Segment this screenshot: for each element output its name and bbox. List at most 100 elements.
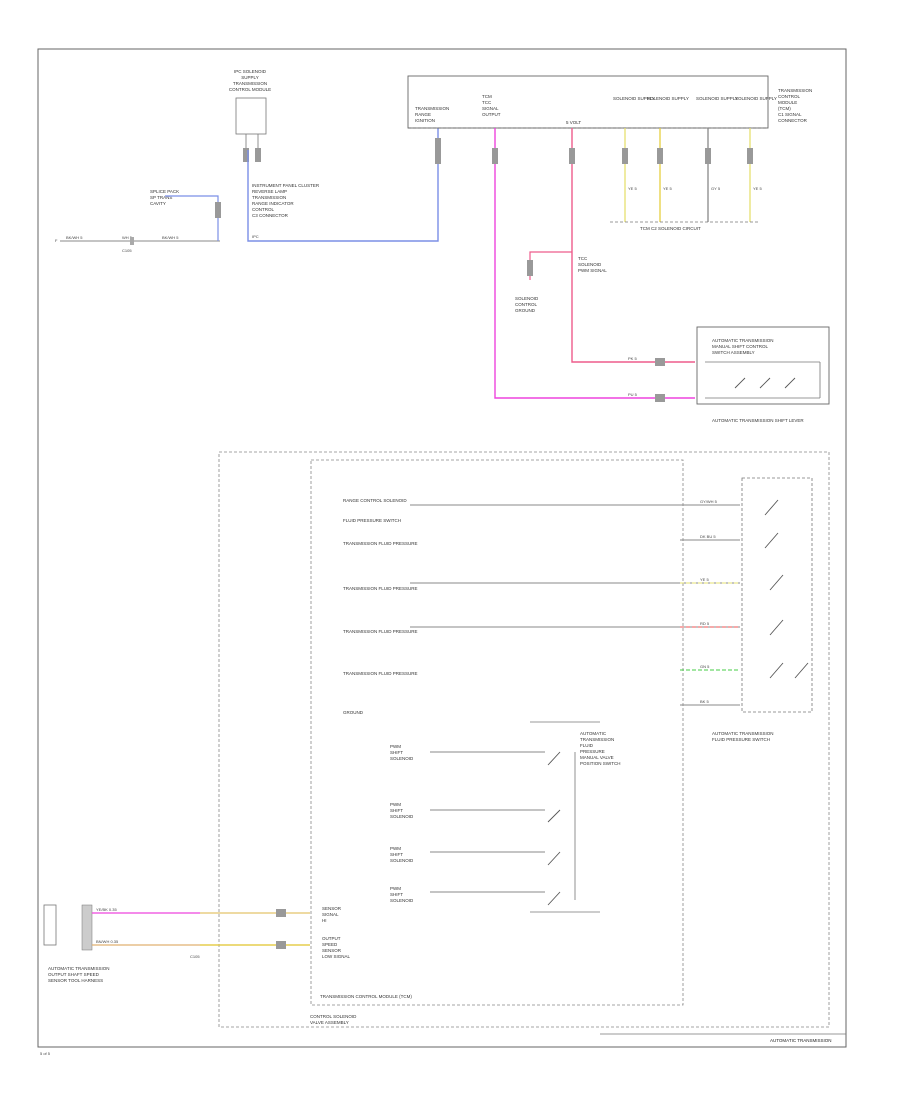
pwm-2-c: SOLENOID	[390, 814, 414, 819]
speed-caption-3: SENSOR TOOL HARNESS	[48, 978, 103, 983]
right-wire-6: BK 5	[700, 699, 709, 704]
tcm-right-1: TRANSMISSION	[778, 88, 812, 93]
shift-box-2: MANUAL SHIFT CONTROL	[712, 344, 769, 349]
pwm-3-a: PWM	[390, 846, 401, 851]
speed-wire-a: YE/BK 0.35	[96, 907, 117, 912]
wire-left-mid: WH 5	[122, 235, 133, 240]
valve-caption-1: CONTROL SOLENOID	[310, 1014, 357, 1019]
splice-label-1: SPLICE PACK	[150, 189, 179, 194]
tcm-top2-4: OUTPUT	[482, 112, 501, 117]
ipc-label-4: CONTROL MODULE	[229, 87, 271, 92]
pressure-switch-rows: RANGE CONTROL SOLENOID FLUID PRESSURE SW…	[343, 498, 740, 715]
tcm-right-4: (TCM)	[778, 106, 791, 111]
row-label-5: TRANSMISSION FLUID PRESSURE	[343, 629, 418, 634]
speed-caption-1: AUTOMATIC TRANSMISSION	[48, 966, 110, 971]
pwm-2-a: PWM	[390, 802, 401, 807]
row-label-6: TRANSMISSION FLUID PRESSURE	[343, 671, 418, 676]
ipc-solenoid-supply: IPC SOLENOID SUPPLY TRANSMISSION CONTROL…	[229, 69, 271, 162]
row-label-4: TRANSMISSION FLUID PRESSURE	[343, 586, 418, 591]
pwm-3-c: SOLENOID	[390, 858, 414, 863]
speed-wire-b: BN/WH 0.35	[96, 939, 119, 944]
shift-solenoids: PWM SHIFT SOLENOID PWM SHIFT SOLENOID PW…	[390, 721, 621, 913]
shift-lever-caption: AUTOMATIC TRANSMISSION SHIFT LEVER	[712, 418, 804, 423]
solenoid-3: SOLENOID SUPPLY	[696, 96, 738, 101]
right-wire-5: GN 5	[700, 664, 710, 669]
ipc-cluster-2: REVERSE LAMP	[252, 189, 287, 194]
tcm-right-6: CONNECTOR	[778, 118, 808, 123]
tcm-right-3: MODULE	[778, 100, 797, 105]
shift-lever-wires: TCC SOLENOID PWM SIGNAL SOLENOID CONTROL…	[492, 128, 695, 402]
sol-side-2: TRANSMISSION	[580, 737, 614, 742]
diagram-title: AUTOMATIC TRANSMISSION	[770, 1038, 832, 1043]
splice-pack-left: SPLICE PACK SP TRANS CAVITY F	[55, 189, 179, 243]
sol-side-5: MANUAL VALVE	[580, 755, 614, 760]
tcm-connector-block: TRANSMISSION RANGE IGNITION TCM TCC SIGN…	[407, 75, 812, 129]
speed-label-b-4: LOW SIGNAL	[322, 954, 351, 959]
splice-label-3: CAVITY	[150, 201, 166, 206]
pwm-4-b: SHIFT	[390, 892, 403, 897]
sol-side-1: AUTOMATIC	[580, 731, 607, 736]
shift-wire-b: PU 5	[628, 392, 638, 397]
row-label-7: GROUND	[343, 710, 364, 715]
speed-code: C105	[190, 954, 200, 959]
ipc-label-3: TRANSMISSION	[233, 81, 267, 86]
sol-wire-1: YE 5	[628, 186, 637, 191]
pwm-1-c: SOLENOID	[390, 756, 414, 761]
tcm-frame	[310, 459, 684, 1006]
row-label-3: TRANSMISSION FLUID PRESSURE	[343, 541, 418, 546]
page-ref: 5 of 5	[40, 1051, 51, 1056]
speed-label-b-3: SENSOR	[322, 948, 342, 953]
ipc-cluster-3: TRANSMISSION	[252, 195, 286, 200]
wire-left-code: C105	[122, 248, 132, 253]
ipc-cluster-6: C3 CONNECTOR	[252, 213, 289, 218]
right-wire-1: GY/WH 5	[700, 499, 718, 504]
tcm-top3: 5 VOLT	[566, 120, 581, 125]
sol-wire-2: YE 5	[663, 186, 672, 191]
diagram-border	[37, 48, 847, 1048]
tcm-top2-1: TCM	[482, 94, 492, 99]
speed-label-a-2: SIGNAL	[322, 912, 339, 917]
sol-side-4: PRESSURE	[580, 749, 605, 754]
sp-label-2: SOLENOID	[578, 262, 602, 267]
wire-left-b: BK/WH 5	[162, 235, 179, 240]
sp-label-3: PWM SIGNAL	[578, 268, 607, 273]
valve-caption-2: VALVE ASSEMBLY	[310, 1020, 349, 1025]
pwm-4-c: SOLENOID	[390, 898, 414, 903]
sol-side-3: FLUID	[580, 743, 594, 748]
pwm-1-a: PWM	[390, 744, 401, 749]
output-speed-sensor: YE/BK 0.35 BN/WH 0.35 C105 AUTOMATIC TRA…	[43, 904, 351, 983]
sol-side-6: POSITION SWITCH	[580, 761, 621, 766]
ipc-cluster-tag: IPC	[252, 234, 259, 239]
speed-label-a-3: HI	[322, 918, 327, 923]
pressure-switch-caption-1: AUTOMATIC TRANSMISSION	[712, 731, 774, 736]
wire-left-a: BK/WH 5	[66, 235, 83, 240]
ipc-cluster-1: INSTRUMENT PANEL CLUSTER	[252, 183, 320, 188]
right-wire-4: RD 5	[700, 621, 710, 626]
pwm-3-b: SHIFT	[390, 852, 403, 857]
pwm-1-b: SHIFT	[390, 750, 403, 755]
solenoid-1: SOLENOID SUPPLY	[613, 96, 655, 101]
left-blue-wire: BK/WH 5 BK/WH 5 WH 5 C105	[60, 128, 441, 253]
solenoid-wires: YE 5 YE 5 GY 5 YE 5 TCM C2 SOLENOID CIRC…	[610, 128, 762, 231]
valve-assembly-frame	[218, 451, 830, 1028]
pwm-4-a: PWM	[390, 886, 401, 891]
tcm-top-3: IGNITION	[415, 118, 435, 123]
row-label-1: RANGE CONTROL SOLENOID	[343, 498, 407, 503]
tcm-top2-3: SIGNAL	[482, 106, 499, 111]
splice-tag: F	[55, 238, 58, 243]
shift-box-1: AUTOMATIC TRANSMISSION	[712, 338, 774, 343]
row-label-2: FLUID PRESSURE SWITCH	[343, 518, 401, 523]
sol-bottom: TCM C2 SOLENOID CIRCUIT	[640, 226, 701, 231]
ground-label-3: GROUND	[515, 308, 536, 313]
sol-wire-4: YE 5	[753, 186, 762, 191]
tcm-top2-2: TCC	[482, 100, 492, 105]
ground-label-1: SOLENOID	[515, 296, 539, 301]
splice-label-2: SP TRANS	[150, 195, 172, 200]
tcm-right-5: C1 SIGNAL	[778, 112, 802, 117]
shift-wire-a: PK 5	[628, 356, 637, 361]
ipc-cluster-4: RANGE INDICATOR	[252, 201, 294, 206]
tcm-box-caption: TRANSMISSION CONTROL MODULE (TCM)	[320, 994, 412, 999]
tcm-top-1: TRANSMISSION	[415, 106, 449, 111]
speed-label-b-2: SPEED	[322, 942, 338, 947]
